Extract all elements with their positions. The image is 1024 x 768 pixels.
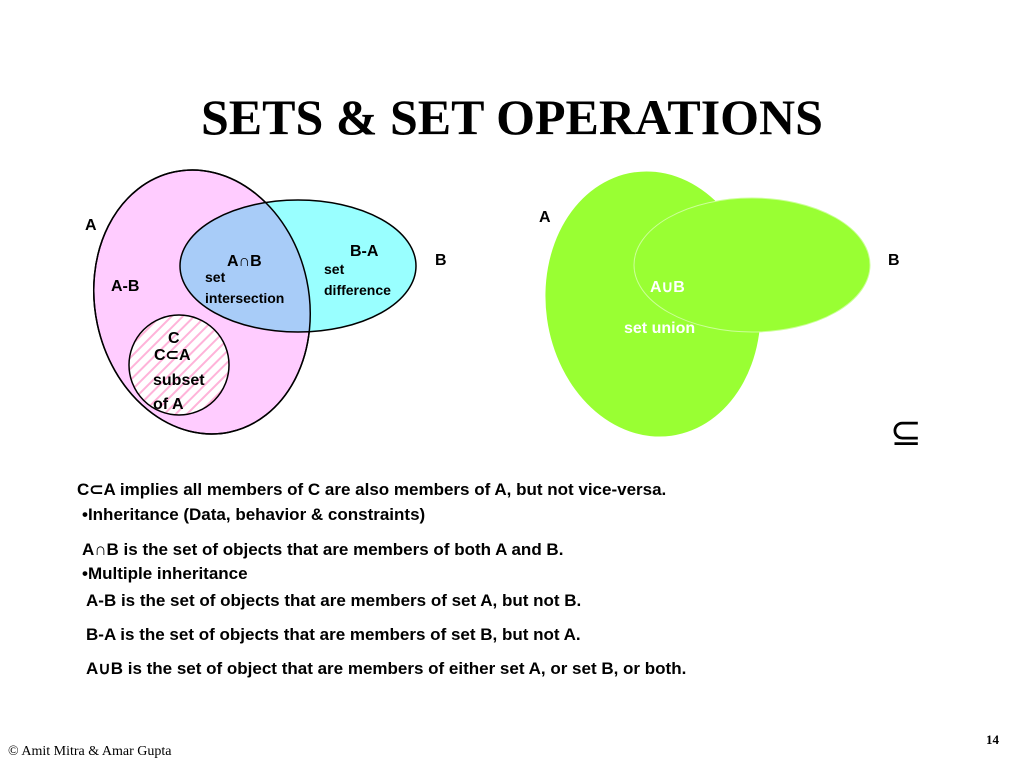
union-label-set-union: set union <box>624 320 695 337</box>
label-a-minus-b: A-B <box>111 278 139 295</box>
set-c-circle <box>128 314 230 416</box>
label-difference: difference <box>324 282 391 298</box>
label-b-minus-a: B-A <box>350 243 379 260</box>
right-venn: A B A∪B set union <box>539 171 900 437</box>
label-c-subset-a: C⊂A <box>154 347 191 364</box>
copyright-footer: © Amit Mitra & Amar Gupta <box>8 744 172 759</box>
union-set-b <box>634 198 870 332</box>
intersection-region <box>180 200 335 332</box>
label-set-2: set <box>324 261 345 277</box>
set-b-outline <box>179 199 417 333</box>
label-of-a: of A <box>153 396 184 413</box>
left-venn: A B A-B A∩B set intersection B-A set dif… <box>85 169 447 435</box>
label-a-intersect-b: A∩B <box>227 253 262 270</box>
subset-equal-symbol: ⊆ <box>890 410 922 454</box>
slide-title: SETS & SET OPERATIONS <box>201 89 823 145</box>
label-c: C <box>168 330 180 347</box>
union-set-b-faint-edge <box>633 197 871 333</box>
label-subset: subset <box>153 372 205 389</box>
label-a: A <box>85 217 97 234</box>
set-a-outline <box>92 169 312 435</box>
union-label-b: B <box>888 252 900 269</box>
union-label-a: A <box>539 209 551 226</box>
label-set: set <box>205 269 226 285</box>
union-label-a-union-b: A∪B <box>650 279 685 296</box>
label-b: B <box>435 252 447 269</box>
label-intersection: intersection <box>205 290 284 306</box>
page-number: 14 <box>986 732 999 747</box>
